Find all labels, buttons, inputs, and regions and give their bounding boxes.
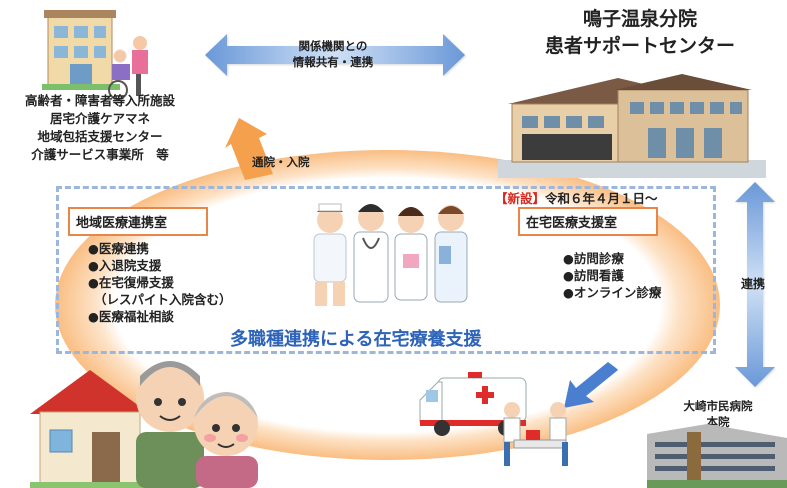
paramedics-stretcher-icon: [503, 402, 568, 466]
home-care-item: ●オンライン診療: [563, 285, 662, 300]
main-hospital-building-icon: [647, 424, 787, 488]
regional-item: ●医療連携: [88, 241, 149, 256]
facility-line: 高齢者・障害者等入所施設: [24, 93, 175, 108]
info-sharing-label: 関係機関との 情報共有・連携: [258, 38, 408, 70]
facility-line: 地域包括支援センター: [37, 129, 163, 144]
facility-line: 介護サービス事業所 等: [31, 147, 169, 162]
branch-title-line1: 鳴子温泉分院: [582, 8, 697, 30]
medical-staff-group-icon: [313, 203, 468, 306]
orange-up-arrow-icon: [225, 118, 273, 180]
blue-down-arrow-icon: [564, 362, 618, 408]
new-badge: 【新設】: [495, 191, 546, 206]
dashed-support-box: [56, 186, 716, 354]
care-facility-building-icon: [42, 10, 120, 90]
main-hospital-line1: 大崎市民病院: [683, 399, 753, 413]
home-care-title: 在宅医療支援室: [518, 207, 658, 236]
regional-liaison-list: ●医療連携 ●入退院支援 ●在宅復帰支援 （レスパイト入院含む） ●医療福祉相談: [88, 240, 232, 325]
caregiver-wheelchair-icon: [108, 36, 148, 100]
new-date: 令和６年４月１日〜: [545, 191, 658, 206]
regional-liaison-title: 地域医療連携室: [68, 207, 208, 236]
home-house-icon: [30, 370, 150, 488]
facility-list: 高齢者・障害者等入所施設 居宅介護ケアマネ 地域包括支援センター 介護サービス事…: [0, 92, 200, 164]
info-sharing-line1: 関係機関との: [298, 39, 368, 53]
regional-item: ●医療福祉相談: [88, 309, 174, 324]
cooperation-vertical-arrow: [735, 182, 775, 387]
branch-hospital-title: 鳴子温泉分院 患者サポートセンター: [505, 6, 775, 60]
regional-item: ●在宅復帰支援: [88, 275, 174, 290]
facility-line: 居宅介護ケアマネ: [49, 111, 150, 126]
info-sharing-double-arrow: [205, 34, 465, 76]
elderly-couple-icon: [136, 361, 258, 488]
cooperation-label: 連携: [741, 277, 766, 291]
home-care-item: ●訪問診療: [563, 251, 624, 266]
branch-hospital-building-icon: [498, 74, 766, 178]
new-establishment-note: 【新設】令和６年４月１日〜: [495, 188, 658, 207]
home-care-item: ●訪問看護: [563, 268, 624, 283]
info-sharing-line2: 情報共有・連携: [292, 55, 374, 69]
multidisciplinary-caption: 多職種連携による在宅療養支援: [230, 329, 482, 350]
branch-title-line2: 患者サポートセンター: [544, 35, 735, 57]
regional-item: （レスパイト入院含む）: [94, 292, 232, 307]
regional-item: ●入退院支援: [88, 258, 162, 273]
home-care-list: ●訪問診療 ●訪問看護 ●オンライン診療: [563, 250, 661, 301]
visit-admission-label: 通院・入院: [252, 155, 310, 169]
